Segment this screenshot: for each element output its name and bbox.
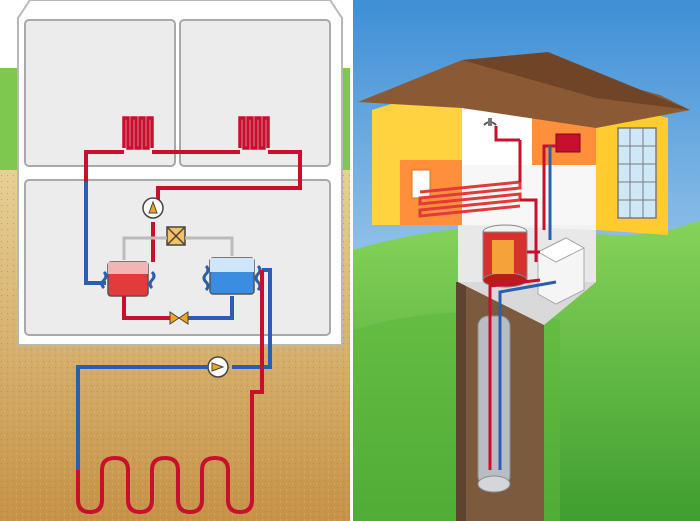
tap-stem <box>488 118 492 126</box>
window-grid <box>618 128 656 218</box>
panel-divider <box>350 0 353 521</box>
ground-loop-supply <box>232 268 272 369</box>
roof-back <box>462 52 690 110</box>
compressor-cross-icon <box>166 226 186 246</box>
pipe-borehole-cold <box>498 280 557 470</box>
lower-room <box>462 165 596 225</box>
house-window <box>617 127 657 219</box>
valve-outlet-pipe <box>186 296 234 320</box>
valve-inlet-pipe <box>122 296 172 320</box>
ground-pump-arrow-icon <box>211 362 225 372</box>
pipe-floor-heating <box>520 198 538 262</box>
ground-loop-coil <box>76 270 264 515</box>
refrigerant-line-right <box>185 236 234 256</box>
room-basement <box>24 179 331 336</box>
evaporator-top <box>210 258 254 272</box>
roof <box>358 60 690 128</box>
left-panel <box>0 0 350 521</box>
radiator-coil-left <box>122 116 154 150</box>
pipe-borehole-hot <box>488 278 541 470</box>
borehole-casing <box>477 315 511 487</box>
refrigerant-line-left <box>122 236 167 260</box>
right-panel <box>353 0 700 521</box>
ground-loop-cold-leg <box>76 365 208 470</box>
pipe-to-tap <box>494 126 520 142</box>
floor-heating-coil <box>418 180 522 218</box>
lower-window <box>411 169 431 199</box>
heating-return-pipe <box>156 150 302 210</box>
pipe-radiator-supply <box>542 144 556 230</box>
borehole-shaft-shade <box>456 282 466 521</box>
expansion-valve-icon-right <box>178 311 189 325</box>
tank-inner <box>492 240 514 274</box>
condenser-inlet-pipe <box>84 182 106 285</box>
borehole-bottom <box>477 475 511 493</box>
expansion-valve-icon <box>169 311 180 325</box>
pump-arrow-icon <box>148 200 158 214</box>
radiator-coil-right <box>238 116 270 150</box>
wall-radiator <box>555 133 581 153</box>
condenser-top <box>108 262 148 274</box>
room-upper-right <box>179 19 331 167</box>
condenser-coils <box>100 270 156 290</box>
heat-pump-unit-top <box>536 237 586 263</box>
heating-supply-pipe <box>84 150 124 182</box>
